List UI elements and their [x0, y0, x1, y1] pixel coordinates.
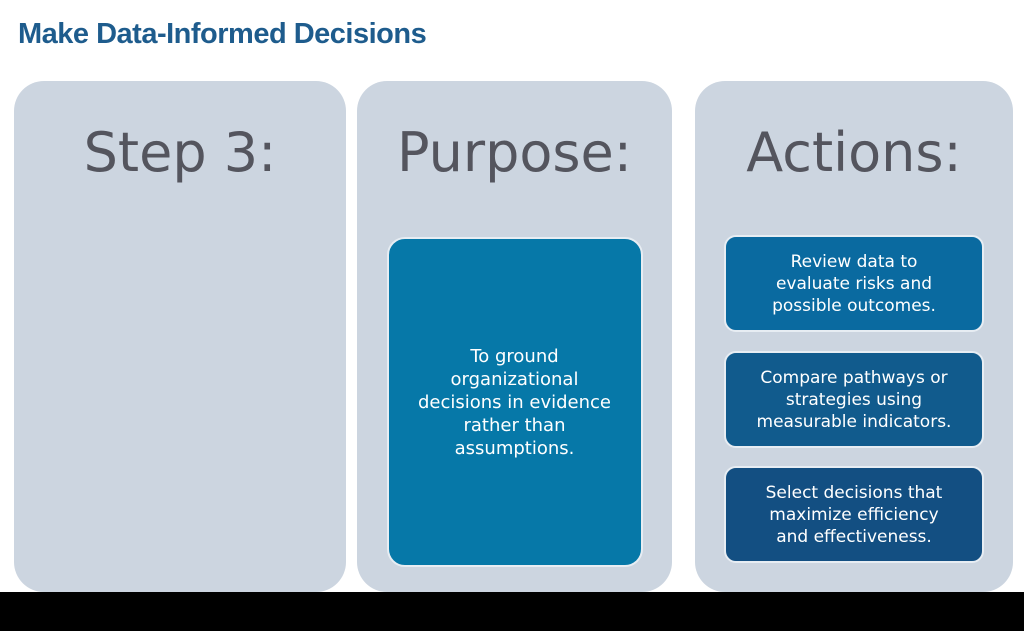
action-text-1: Review data to evaluate risks and possib… [772, 251, 936, 316]
page-title: Make Data-Informed Decisions [18, 18, 427, 50]
purpose-box: To ground organizational decisions in ev… [386, 237, 643, 567]
action-text-3: Select decisions that maximize efficienc… [765, 482, 943, 547]
purpose-column: Purpose: To ground organizational decisi… [357, 81, 672, 592]
action-box-select-decisions: Select decisions that maximize efficienc… [724, 466, 984, 563]
action-text-2: Compare pathways or strategies using mea… [756, 367, 952, 432]
step-column: Step 3: [14, 81, 346, 592]
step-heading: Step 3: [83, 121, 277, 184]
purpose-text: To ground organizational decisions in ev… [417, 345, 612, 459]
purpose-heading: Purpose: [397, 121, 632, 184]
actions-heading: Actions: [746, 121, 962, 184]
bottom-black-bar [0, 592, 1024, 631]
actions-column: Actions: Review data to evaluate risks a… [695, 81, 1013, 592]
action-box-compare-pathways: Compare pathways or strategies using mea… [724, 351, 984, 448]
action-box-review-data: Review data to evaluate risks and possib… [724, 235, 984, 332]
